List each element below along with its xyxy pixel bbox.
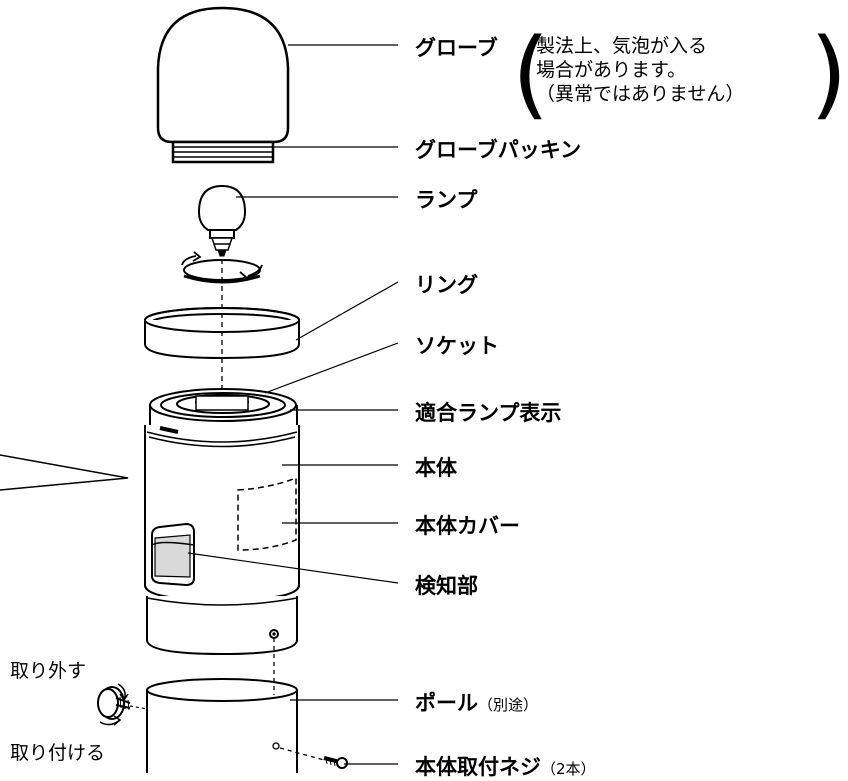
globe-part [156,6,290,144]
label-pole-group: ポール（別途） [415,687,538,717]
thumb-screw-icon [97,683,148,726]
label-body-screw-note: （2本） [541,760,596,778]
label-body-cover: 本体カバー [415,514,520,538]
body-screw-icon [323,756,348,769]
label-attach: 取り付ける [10,742,106,764]
label-pole: ポール [415,691,478,715]
label-screw-group: 本体取付ネジ（2本） [415,751,596,781]
globe-packing-part [171,140,275,164]
label-socket: ソケット [415,334,499,358]
label-body-screw: 本体取付ネジ [415,755,541,779]
label-ring: リング [415,273,478,297]
pole-part [146,638,298,773]
globe-note-line-3: （異常ではありません） [536,83,745,105]
label-body: 本体 [415,456,457,480]
body-top [149,388,298,441]
label-globe: グローブ [415,36,498,60]
callout-pointer [0,454,129,491]
detector-part [151,522,195,587]
ring-part [144,307,300,360]
globe-note: 製法上、気泡が入る 場合があります。 （異常ではありません） [536,34,744,106]
label-remove: 取り外す [10,660,87,682]
note-close-paren: ) [810,18,848,130]
body-cover-outline [237,476,297,551]
label-lamp: ランプ [415,188,478,212]
leader-lines [187,44,399,765]
label-lamp-display: 適合ランプ表示 [415,401,562,425]
label-globe-packing: グローブパッキン [415,138,582,162]
label-pole-note: （別途） [478,696,539,714]
lamp-part [197,184,247,257]
globe-note-line-1: 製法上、気泡が入る [536,35,708,57]
label-detector: 検知部 [415,574,478,598]
note-open-paren: ( [512,18,550,130]
globe-note-line-2: 場合があります。 [536,59,687,81]
